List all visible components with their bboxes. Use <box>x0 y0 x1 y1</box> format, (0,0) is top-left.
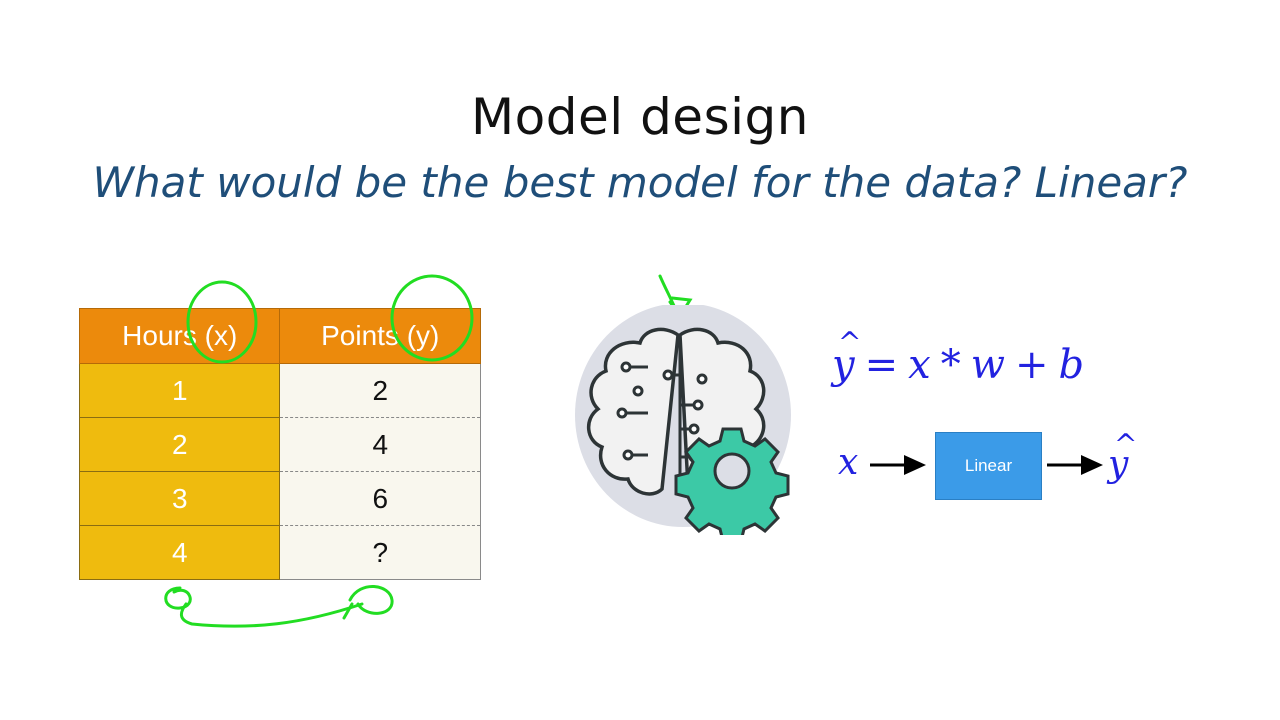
header-points: Points (y) <box>279 308 481 364</box>
var-x: x <box>908 342 931 388</box>
cell-y: 4 <box>279 417 481 472</box>
table-header-row: Hours (x) Points (y) <box>78 308 481 364</box>
var-b: b <box>1058 342 1085 388</box>
arrow-right-icon <box>1047 455 1103 475</box>
y-hat: y <box>832 326 861 388</box>
cell-y: 6 <box>279 471 481 526</box>
linear-formula: y=x*w+b <box>832 326 1085 388</box>
times-sign: * <box>940 342 961 388</box>
equals-sign: = <box>864 342 899 388</box>
slide-subtitle: What would be the best model for the dat… <box>92 158 1188 207</box>
slide-title: Model design <box>471 88 809 146</box>
header-hours: Hours (x) <box>78 308 281 364</box>
linear-block: Linear <box>935 432 1042 500</box>
cell-y: 2 <box>279 363 481 418</box>
diagram-output: y <box>1108 428 1138 485</box>
cell-x: 2 <box>78 417 281 472</box>
cell-x: 1 <box>78 363 281 418</box>
arrow-right-icon <box>870 455 926 475</box>
cell-y: ? <box>279 525 481 580</box>
plus-sign: + <box>1014 342 1049 388</box>
table-row: 4? <box>78 525 481 580</box>
cell-x: 4 <box>78 525 281 580</box>
cell-x: 3 <box>78 471 281 526</box>
diagram-input: x <box>838 442 859 483</box>
var-w: w <box>970 342 1005 388</box>
brain-gear-icon <box>575 305 791 535</box>
